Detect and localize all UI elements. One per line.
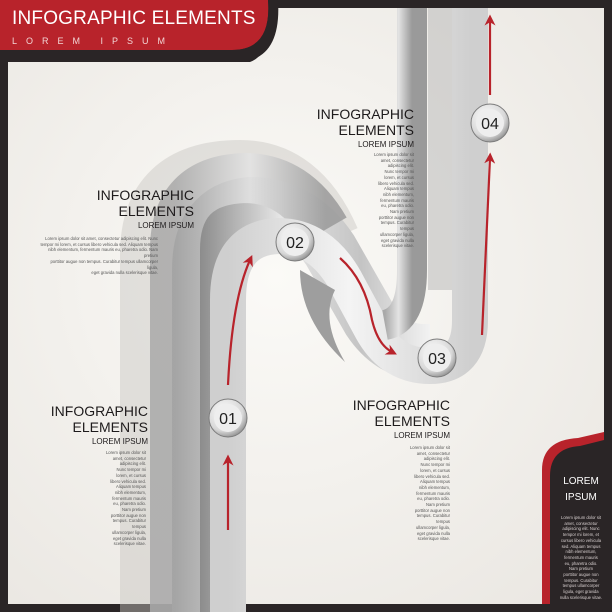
arrow-2 bbox=[226, 254, 253, 386]
step-01-body: Lorem ipsum dolor sit amet, consectetur … bbox=[105, 450, 146, 547]
step-number-04: 04 bbox=[481, 116, 499, 133]
step-circle-02: 02 bbox=[275, 222, 315, 262]
ribbon-segment-upper bbox=[380, 8, 427, 340]
step-04-body: Lorem ipsum dolor sit amet, consectetur … bbox=[373, 152, 414, 249]
step-circle-03: 03 bbox=[417, 338, 457, 378]
step-number-03: 03 bbox=[428, 351, 446, 368]
header-title: INFOGRAPHIC ELEMENTS bbox=[12, 8, 256, 29]
step-01-title: INFOGRAPHIC ELEMENTS bbox=[50, 403, 148, 435]
header-bar bbox=[0, 0, 269, 50]
step-number-01: 01 bbox=[219, 411, 237, 428]
badge-body: Lorem ipsum dolor sit amet, consectetur … bbox=[559, 515, 603, 600]
step-circle-04: 04 bbox=[470, 103, 510, 143]
step-04-title: INFOGRAPHIC ELEMENTS bbox=[316, 106, 414, 138]
step-03-body: Lorem ipsum dolor sit amet, consectetur … bbox=[409, 445, 450, 542]
arrow-4 bbox=[480, 152, 496, 336]
arrow-3 bbox=[339, 257, 397, 355]
step-number-02: 02 bbox=[286, 235, 304, 252]
badge-title: LOREM IPSUM bbox=[563, 476, 599, 503]
step-03-subtitle: LOREM IPSUM bbox=[393, 431, 450, 440]
step-02-subtitle: LOREM IPSUM bbox=[137, 221, 194, 230]
step-02-body: Lorem ipsum dolor sit amet, consectetur … bbox=[40, 236, 158, 276]
step-01-subtitle: LOREM IPSUM bbox=[91, 437, 148, 446]
step-circle-01: 01 bbox=[208, 398, 248, 438]
ribbon-segment-back bbox=[150, 152, 347, 612]
step-04-subtitle: LOREM IPSUM bbox=[357, 140, 414, 149]
header-subtitle: LOREM IPSUM bbox=[12, 36, 175, 46]
step-02-title: INFOGRAPHIC ELEMENTS bbox=[96, 187, 194, 219]
step-03-title: INFOGRAPHIC ELEMENTS bbox=[352, 397, 450, 429]
